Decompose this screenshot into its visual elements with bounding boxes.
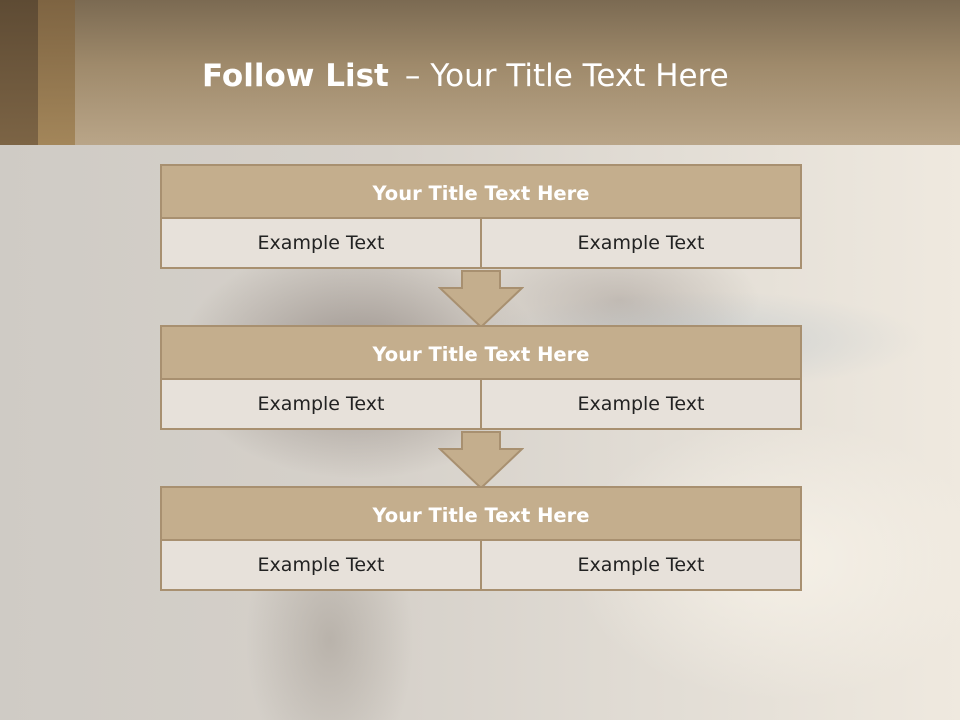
header-accent-stripe <box>38 0 75 145</box>
slide-title-separator: – <box>404 58 421 94</box>
block-cell-right: Example Text <box>480 541 800 589</box>
list-block: Your Title Text Here Example Text Exampl… <box>160 325 802 430</box>
slide-title: Follow List–Your Title Text Here <box>202 54 729 98</box>
slide-title-bold: Follow List <box>202 58 389 94</box>
block-cell-right: Example Text <box>480 380 800 428</box>
block-cell-left: Example Text <box>257 554 385 576</box>
block-cell-left: Example Text <box>257 393 385 415</box>
down-arrow-icon <box>438 270 524 328</box>
header-accent-stripe <box>0 0 38 145</box>
down-arrow-icon <box>438 431 524 489</box>
block-title: Your Title Text Here <box>160 164 802 219</box>
list-block: Your Title Text Here Example Text Exampl… <box>160 486 802 591</box>
header-band <box>0 0 960 145</box>
block-row: Example Text Example Text <box>160 219 802 269</box>
block-cell-right: Example Text <box>480 219 800 267</box>
block-row: Example Text Example Text <box>160 380 802 430</box>
slide-title-rest: Your Title Text Here <box>430 58 729 94</box>
block-cell-left: Example Text <box>257 232 385 254</box>
list-block: Your Title Text Here Example Text Exampl… <box>160 164 802 269</box>
block-title: Your Title Text Here <box>160 486 802 541</box>
block-row: Example Text Example Text <box>160 541 802 591</box>
block-title: Your Title Text Here <box>160 325 802 380</box>
